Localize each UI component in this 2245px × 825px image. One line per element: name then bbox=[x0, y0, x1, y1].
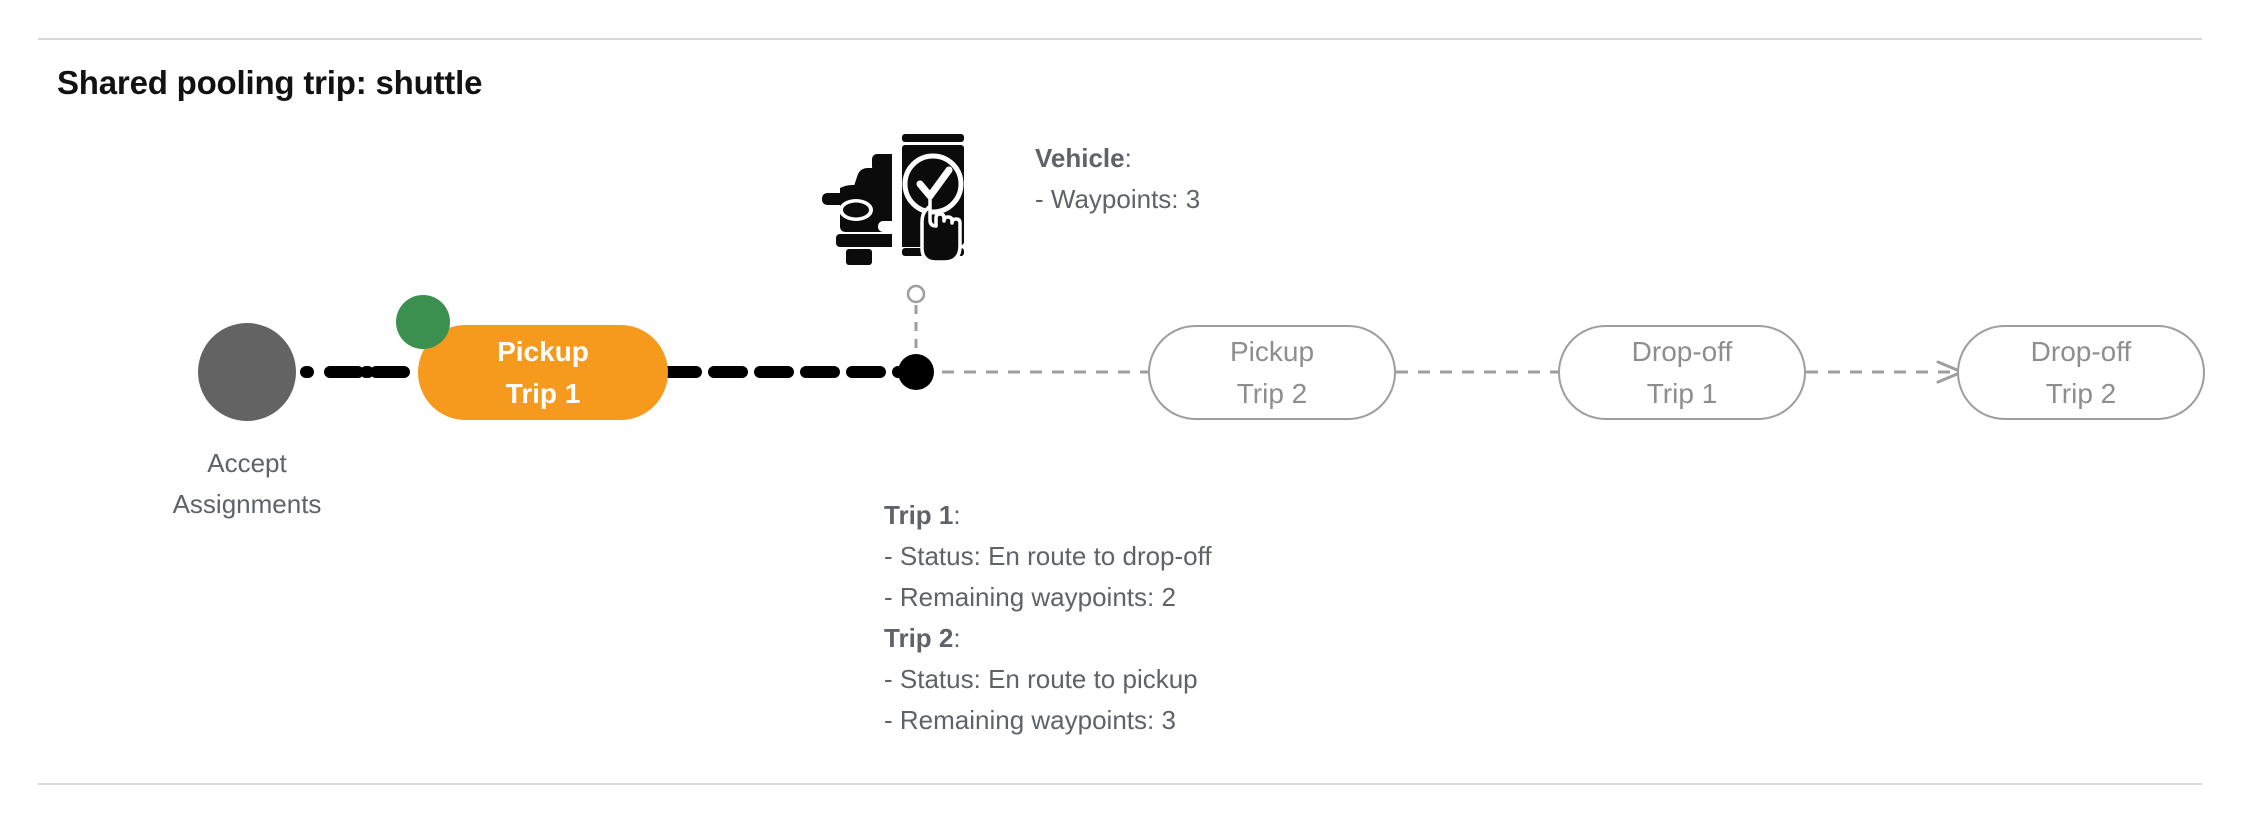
node-dropoff-trip-2-line-2: Trip 2 bbox=[2045, 377, 2117, 409]
trip-1-heading-colon: : bbox=[953, 500, 961, 530]
trip-2-heading-colon: : bbox=[953, 623, 961, 653]
node-pickup-trip-2-line-2: Trip 2 bbox=[1236, 377, 1308, 409]
status-badge-pickup-trip-1 bbox=[396, 295, 450, 349]
check-badge-icon bbox=[396, 295, 450, 349]
trip-2-heading: Trip 2 bbox=[884, 623, 954, 653]
trip-details-block: Trip 1: - Status: En route to drop-off -… bbox=[884, 495, 1212, 741]
node-accept-assignments-label: Accept Assignments bbox=[98, 443, 396, 525]
node-dropoff-trip-2-line-1: Drop-off bbox=[2030, 335, 2132, 367]
vehicle-waypoints-value: 3 bbox=[1185, 184, 1201, 214]
trip-1-waypoints-value: 2 bbox=[1161, 582, 1176, 612]
trip-1-status-value: En route to drop-off bbox=[988, 541, 1212, 571]
trip-2-status-row: - Status: En route to pickup bbox=[884, 659, 1212, 700]
node-dropoff-trip-1-line-1: Drop-off bbox=[1631, 335, 1733, 367]
top-divider bbox=[38, 38, 2202, 40]
trip-1-heading: Trip 1 bbox=[884, 500, 954, 530]
trip-2-waypoints-label: - Remaining waypoints: bbox=[884, 705, 1155, 735]
trip-1-heading-row: Trip 1: bbox=[884, 495, 1212, 536]
vehicle-leader-dot-icon bbox=[906, 284, 926, 304]
node-pickup-trip-2-line-1: Pickup bbox=[1229, 335, 1315, 367]
vehicle-heading-colon: : bbox=[1124, 143, 1132, 173]
node-pickup-trip-1[interactable]: Pickup Trip 1 bbox=[418, 325, 668, 420]
vehicle-waypoints-label: - Waypoints: bbox=[1035, 184, 1179, 214]
trip-1-waypoints-row: - Remaining waypoints: 2 bbox=[884, 577, 1212, 618]
trip-2-status-value: En route to pickup bbox=[988, 664, 1198, 694]
vehicle-position-marker bbox=[898, 354, 934, 390]
trip-1-status-label: - Status: bbox=[884, 541, 981, 571]
node-dropoff-trip-1[interactable]: Drop-off Trip 1 bbox=[1558, 325, 1806, 420]
trip-2-heading-row: Trip 2: bbox=[884, 618, 1212, 659]
check-circle-icon bbox=[198, 323, 296, 421]
accept-label-line-2: Assignments bbox=[172, 489, 322, 519]
trip-1-status-row: - Status: En route to drop-off bbox=[884, 536, 1212, 577]
node-pickup-trip-2[interactable]: Pickup Trip 2 bbox=[1148, 325, 1396, 420]
vehicle-waypoints-row: - Waypoints: 3 bbox=[1035, 179, 1200, 220]
node-dropoff-trip-1-line-2: Trip 1 bbox=[1646, 377, 1718, 409]
vehicle-info-block: Vehicle: - Waypoints: 3 bbox=[1035, 138, 1200, 220]
trip-2-waypoints-value: 3 bbox=[1161, 705, 1176, 735]
car-phone-check-icon bbox=[818, 122, 968, 267]
node-accept-assignments[interactable] bbox=[198, 323, 296, 421]
trip-2-status-label: - Status: bbox=[884, 664, 981, 694]
trip-2-waypoints-row: - Remaining waypoints: 3 bbox=[884, 700, 1212, 741]
node-dropoff-trip-2[interactable]: Drop-off Trip 2 bbox=[1957, 325, 2205, 420]
trip-1-waypoints-label: - Remaining waypoints: bbox=[884, 582, 1155, 612]
bottom-divider bbox=[38, 783, 2202, 785]
page-title: Shared pooling trip: shuttle bbox=[57, 64, 483, 101]
node-pickup-trip-1-line-1: Pickup bbox=[497, 335, 589, 367]
node-pickup-trip-1-line-2: Trip 1 bbox=[505, 377, 581, 409]
vehicle-info-heading-row: Vehicle: bbox=[1035, 138, 1200, 179]
vehicle-heading: Vehicle bbox=[1035, 143, 1125, 173]
accept-label-line-1: Accept bbox=[207, 448, 287, 478]
